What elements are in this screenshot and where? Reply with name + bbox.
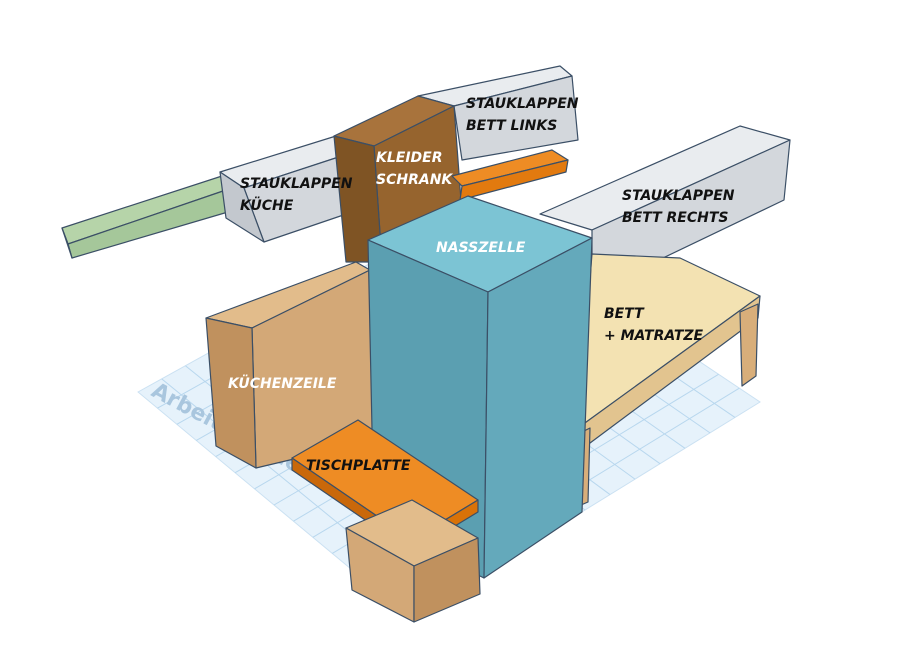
stool-box bbox=[345, 499, 481, 623]
label-bett-2: + MATRATZE bbox=[604, 328, 704, 344]
label-kleiderschrank-2: SCHRANK bbox=[376, 172, 453, 188]
label-stauklappen-bett-rechts-2: BETT RECHTS bbox=[622, 210, 729, 226]
label-stauklappen-kueche-2: KÜCHE bbox=[240, 196, 294, 214]
label-kuechenzeile: KÜCHENZEILE bbox=[228, 374, 337, 392]
stauklappen-bett-links-box bbox=[417, 65, 579, 161]
back-shelf-orange bbox=[451, 149, 569, 201]
green-rail bbox=[61, 175, 229, 259]
label-stauklappen-bett-rechts-1: STAUKLAPPEN bbox=[622, 188, 735, 204]
label-bett-1: BETT bbox=[604, 306, 645, 322]
label-stauklappen-bett-links-1: STAUKLAPPEN bbox=[466, 96, 579, 112]
label-kleiderschrank-1: KLEIDER bbox=[376, 150, 443, 166]
label-tischplatte: TISCHPLATTE bbox=[306, 458, 411, 474]
stauklappen-bett-rechts-box bbox=[539, 125, 791, 293]
label-stauklappen-kueche-1: STAUKLAPPEN bbox=[240, 176, 353, 192]
kuechenzeile-box bbox=[205, 261, 375, 469]
label-nasszelle: NASSZELLE bbox=[436, 240, 526, 256]
bett-leg-right bbox=[739, 303, 759, 387]
label-stauklappen-bett-links-2: BETT LINKS bbox=[466, 118, 557, 134]
